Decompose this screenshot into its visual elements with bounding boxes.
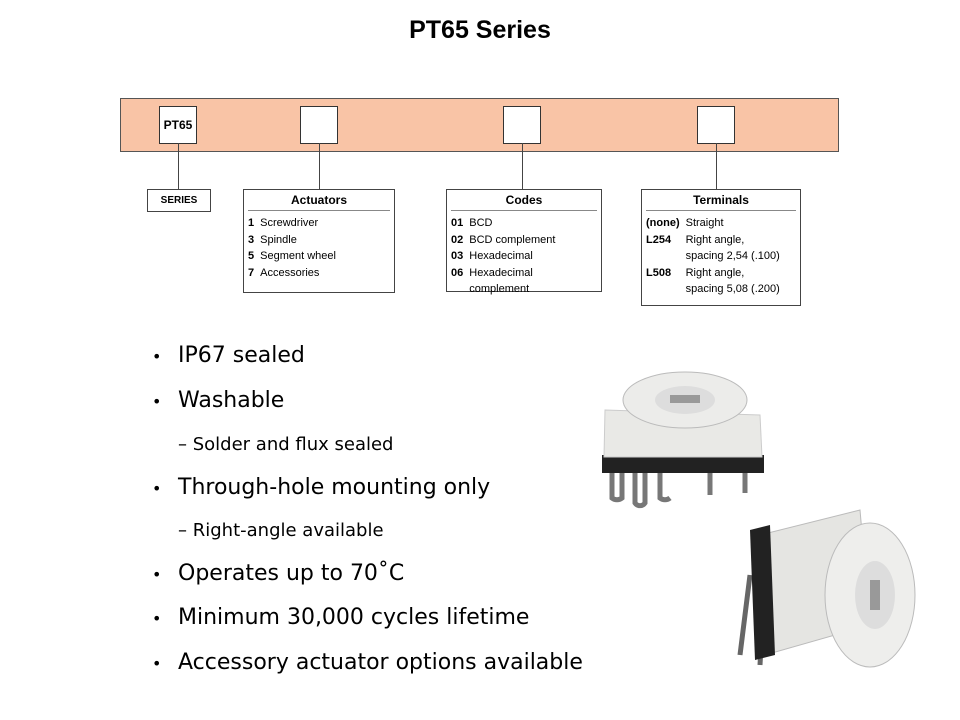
bullet-text: Washable	[178, 388, 285, 413]
connector-line	[319, 143, 320, 189]
terminals-row: spacing 2,54 (.100)	[646, 248, 786, 265]
codes-row: 01 BCD	[451, 215, 597, 232]
option-desc: Accessories	[260, 266, 320, 279]
option-code: 1	[248, 217, 255, 229]
sub-bullet: – Right-angle available	[178, 520, 384, 541]
terminals-row: spacing 5,08 (.200)	[646, 281, 786, 298]
series-slot: PT65	[159, 106, 197, 144]
terminals-heading: Terminals	[646, 190, 796, 211]
sub-bullet-text: Right-angle available	[192, 520, 384, 541]
option-code: 3	[248, 233, 255, 246]
terminal-slot	[697, 106, 735, 144]
bullet-text: Through-hole mounting only	[178, 475, 491, 500]
actuator-slot	[300, 106, 338, 144]
option-desc: BCD complement	[469, 233, 556, 246]
dash-marker: –	[178, 520, 193, 541]
option-code: 7	[248, 266, 255, 279]
series-label: SERIES	[147, 189, 211, 212]
option-desc: Hexadecimal complement	[469, 266, 533, 296]
option-code: 06	[451, 266, 464, 279]
codes-row: 02 BCD complement	[451, 232, 597, 249]
option-code: L254	[646, 233, 672, 246]
option-code: 01	[451, 217, 464, 229]
terminals-row: L254 Right angle,	[646, 232, 786, 249]
bullet-marker: •	[152, 392, 162, 411]
option-desc: Hexadecimal	[469, 250, 533, 262]
option-desc: spacing 2,54 (.100)	[685, 250, 780, 262]
bullet-text: Minimum 30,000 cycles lifetime	[178, 605, 530, 630]
bullet-marker: •	[152, 347, 162, 366]
option-code: (none)	[646, 217, 680, 229]
option-desc: Straight	[685, 217, 724, 229]
bullet-marker: •	[152, 609, 162, 628]
sub-bullet-text: Solder and flux sealed	[192, 434, 394, 455]
codes-heading: Codes	[451, 190, 597, 211]
connector-line	[716, 143, 717, 189]
codes-row: 03 Hexadecimal	[451, 248, 597, 265]
actuators-row: 1 Screwdriver	[248, 215, 342, 232]
terminals-row: L508 Right angle,	[646, 265, 786, 282]
option-code: 03	[451, 250, 464, 262]
bullet-text: Operates up to 70˚C	[178, 561, 405, 586]
option-desc: spacing 5,08 (.200)	[685, 283, 780, 295]
terminals-row: (none) Straight	[646, 215, 786, 232]
bullet-marker: •	[152, 654, 162, 673]
sub-bullet: – Solder and flux sealed	[178, 434, 394, 455]
option-desc: BCD	[469, 217, 493, 229]
switch-photo-right-angle	[737, 509, 916, 668]
slide-title: PT65 Series	[409, 16, 551, 44]
option-desc: Spindle	[260, 233, 297, 246]
actuators-row: 5 Segment wheel	[248, 248, 342, 265]
connector-line	[178, 143, 179, 189]
option-code: L508	[646, 266, 672, 279]
bullet-marker: •	[152, 565, 162, 584]
connector-line	[522, 143, 523, 189]
option-code	[646, 248, 686, 265]
switch-photo-vertical	[602, 371, 764, 509]
option-desc: Right angle,	[685, 233, 745, 246]
option-code: 02	[451, 233, 464, 246]
option-desc: Screwdriver	[260, 217, 319, 229]
dash-marker: –	[178, 434, 193, 455]
actuators-box: Actuators 1 Screwdriver 3 Spindle 5 Segment w…	[243, 189, 395, 293]
actuators-row: 3 Spindle	[248, 232, 342, 249]
bullet-text: Accessory actuator options available	[178, 650, 583, 675]
bullet-marker: •	[152, 479, 162, 498]
option-code: 5	[248, 250, 255, 262]
option-desc: Right angle,	[685, 266, 745, 279]
option-desc: Segment wheel	[260, 250, 336, 262]
bullet-text: IP67 sealed	[178, 343, 305, 368]
option-code	[646, 281, 686, 298]
actuators-heading: Actuators	[248, 190, 390, 211]
codes-row: 06 Hexadecimal complement	[451, 265, 597, 298]
code-slot	[503, 106, 541, 144]
actuators-row: 7 Accessories	[248, 265, 342, 282]
